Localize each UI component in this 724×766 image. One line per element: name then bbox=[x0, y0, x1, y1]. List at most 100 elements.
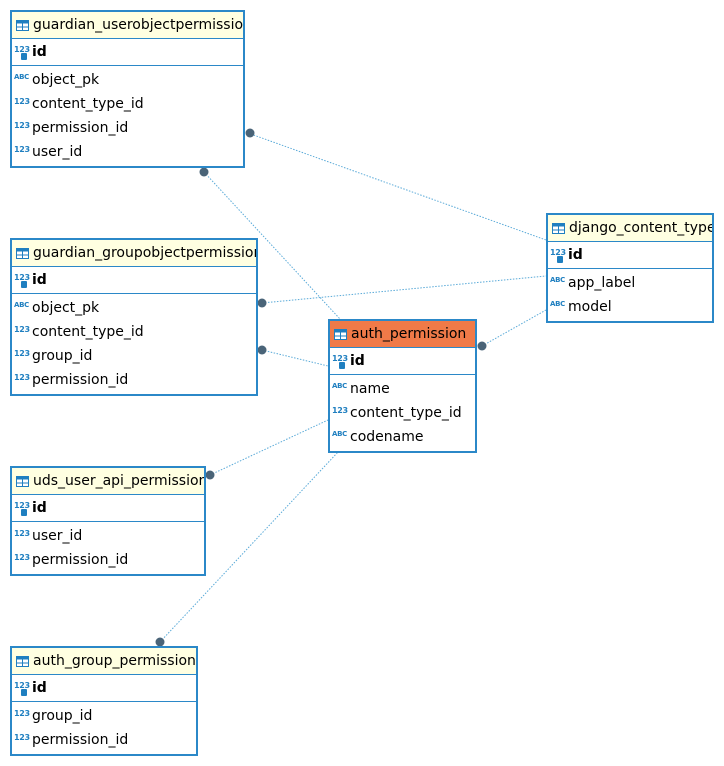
column-name: name bbox=[350, 381, 390, 397]
column-name: app_label bbox=[568, 275, 636, 291]
numeric-type-icon: 123 bbox=[14, 324, 30, 334]
column-name: id bbox=[32, 44, 47, 60]
table-icon bbox=[552, 222, 569, 234]
entity-header[interactable]: auth_group_permissions bbox=[12, 648, 196, 675]
numeric-type-icon: 123 bbox=[332, 405, 348, 415]
column-name: user_id bbox=[32, 144, 83, 160]
table-icon bbox=[16, 655, 33, 667]
entity-title: auth_permission bbox=[351, 326, 467, 342]
entity-title: django_content_type bbox=[569, 220, 712, 236]
numeric-type-icon: 123 bbox=[14, 528, 30, 538]
relation-line-guo-ap[interactable] bbox=[203, 171, 341, 320]
entity-header[interactable]: auth_permission bbox=[330, 321, 475, 348]
entity-header[interactable]: guardian_groupobjectpermission bbox=[12, 240, 256, 267]
column-name: id bbox=[350, 353, 365, 369]
numeric-type-icon: 123 bbox=[14, 120, 30, 130]
relation-line-ap-dct[interactable] bbox=[481, 309, 547, 347]
primary-key-icon: 123 bbox=[14, 45, 32, 60]
relation-line-agp-ap[interactable] bbox=[159, 451, 339, 643]
column-name: object_pk bbox=[32, 72, 100, 88]
column-name: codename bbox=[350, 429, 424, 445]
relation-endpoint-dot bbox=[205, 470, 215, 480]
numeric-type-icon: 123 bbox=[14, 708, 30, 718]
column-name: id bbox=[32, 500, 47, 516]
key-badge-icon bbox=[21, 508, 27, 516]
relation-endpoint-dot bbox=[245, 128, 255, 138]
column-name: id bbox=[32, 680, 47, 696]
relation-endpoint-dot bbox=[155, 637, 165, 647]
entity-header[interactable]: guardian_userobjectpermission bbox=[12, 12, 243, 39]
column-name: content_type_id bbox=[32, 324, 144, 340]
relation-line-ggo-dct[interactable] bbox=[261, 275, 547, 304]
entity-header[interactable]: uds_user_api_permissions bbox=[12, 468, 204, 495]
text-type-icon: ABC bbox=[332, 430, 347, 438]
key-badge-icon bbox=[21, 52, 27, 60]
relation-endpoint-dot bbox=[257, 298, 267, 308]
relation-line-uds-ap[interactable] bbox=[209, 419, 329, 476]
text-type-icon: ABC bbox=[14, 73, 29, 81]
entity-title: guardian_userobjectpermission bbox=[33, 17, 243, 33]
entity-header[interactable]: django_content_type bbox=[548, 215, 712, 242]
relation-line-ggo-ap[interactable] bbox=[261, 349, 329, 367]
numeric-type-icon: 123 bbox=[14, 348, 30, 358]
numeric-type-icon: 123 bbox=[14, 96, 30, 106]
entity-title: auth_group_permissions bbox=[33, 653, 196, 669]
column-name: content_type_id bbox=[32, 96, 144, 112]
text-type-icon: ABC bbox=[550, 276, 565, 284]
table-icon bbox=[16, 247, 33, 259]
numeric-type-icon: 123 bbox=[14, 372, 30, 382]
table-icon bbox=[334, 328, 351, 340]
column-name: id bbox=[568, 247, 583, 263]
entity-title: guardian_groupobjectpermission bbox=[33, 245, 256, 261]
primary-key-icon: 123 bbox=[332, 354, 350, 369]
column-name: permission_id bbox=[32, 732, 129, 748]
column-name: group_id bbox=[32, 348, 93, 364]
entity-title: uds_user_api_permissions bbox=[33, 473, 204, 489]
key-badge-icon bbox=[21, 280, 27, 288]
numeric-type-icon: 123 bbox=[14, 144, 30, 154]
column-name: model bbox=[568, 299, 612, 315]
text-type-icon: ABC bbox=[332, 382, 347, 390]
relation-endpoint-dot bbox=[199, 167, 209, 177]
relation-endpoint-dot bbox=[477, 341, 487, 351]
relation-line-guo-dct[interactable] bbox=[247, 132, 547, 241]
column-name: content_type_id bbox=[350, 405, 462, 421]
table-icon bbox=[16, 475, 33, 487]
key-badge-icon bbox=[21, 688, 27, 696]
